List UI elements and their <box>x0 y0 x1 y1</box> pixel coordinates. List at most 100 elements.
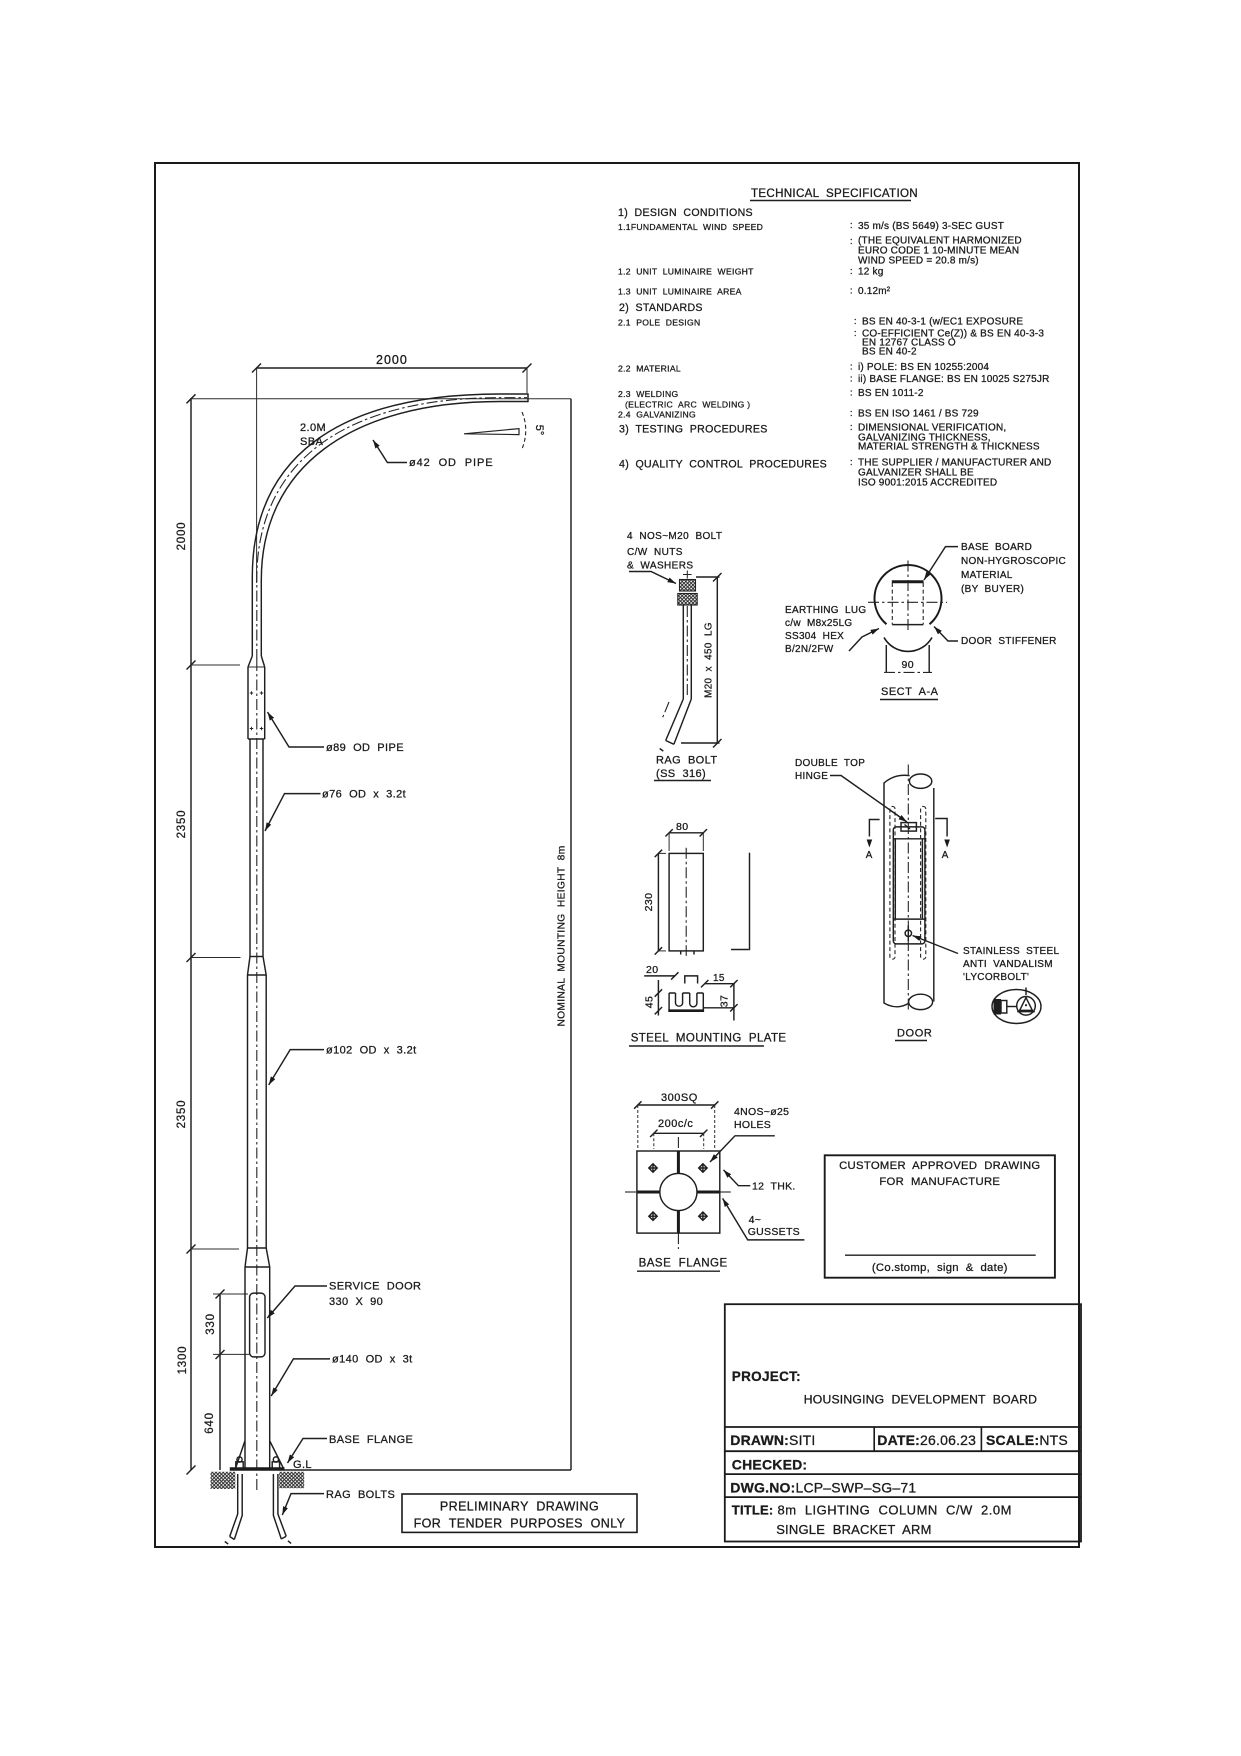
svg-text:ø42 OD PIPE: ø42 OD PIPE <box>409 457 493 469</box>
svg-text:CUSTOMER APPROVED DRAWING: CUSTOMER APPROVED DRAWING <box>839 1160 1040 1172</box>
svg-text:5°: 5° <box>533 425 545 436</box>
svg-text:12 kg: 12 kg <box>858 267 883 278</box>
svg-text:BS EN 40-3-1 (w/EC1 EXPOSURE: BS EN 40-3-1 (w/EC1 EXPOSURE <box>862 317 1023 328</box>
svg-text:BS EN 40-2: BS EN 40-2 <box>862 347 917 358</box>
svg-text:330: 330 <box>205 1313 217 1335</box>
svg-text:BASE FLANGE: BASE FLANGE <box>329 1434 413 1446</box>
svg-text:2.0M: 2.0M <box>300 422 326 434</box>
svg-text:45: 45 <box>644 996 656 1008</box>
svg-text:15: 15 <box>713 973 725 984</box>
svg-text::: : <box>850 362 853 372</box>
svg-text:(SS 316): (SS 316) <box>656 768 706 780</box>
svg-text:SS304 HEX: SS304 HEX <box>785 631 844 642</box>
svg-text:2000: 2000 <box>176 522 188 551</box>
svg-text:1.2 UNIT LUMINAIRE WEIGHT: 1.2 UNIT LUMINAIRE WEIGHT <box>618 267 754 277</box>
svg-text:90: 90 <box>901 659 914 671</box>
svg-text::: : <box>850 388 853 398</box>
svg-text:DIMENSIONAL VERIFICATION,: DIMENSIONAL VERIFICATION, <box>858 423 1006 434</box>
svg-text::: : <box>850 220 853 230</box>
svg-text:RAG BOLT: RAG BOLT <box>656 755 717 767</box>
svg-text::: : <box>854 328 857 338</box>
svg-text:SERVICE DOOR: SERVICE DOOR <box>329 1281 421 1293</box>
svg-text:640: 640 <box>204 1412 216 1434</box>
svg-text:BASE BOARD: BASE BOARD <box>961 542 1032 553</box>
svg-text::: : <box>850 374 853 384</box>
svg-text:2000: 2000 <box>376 353 408 367</box>
svg-text:STAINLESS STEEL: STAINLESS STEEL <box>963 946 1059 957</box>
svg-text:230: 230 <box>643 893 655 912</box>
svg-text:HOUSINGING DEVELOPMENT BOARD: HOUSINGING DEVELOPMENT BOARD <box>804 1393 1037 1407</box>
svg-text:80: 80 <box>676 821 688 833</box>
svg-text:12 THK.: 12 THK. <box>752 1181 796 1193</box>
svg-text:4~: 4~ <box>749 1214 762 1226</box>
svg-text:MATERIAL: MATERIAL <box>961 570 1013 581</box>
svg-text:DOOR: DOOR <box>897 1028 932 1040</box>
svg-text:0.12m²: 0.12m² <box>858 286 891 297</box>
svg-text:2.3 WELDING: 2.3 WELDING <box>618 389 678 399</box>
svg-text:ø89 OD PIPE: ø89 OD PIPE <box>326 742 404 754</box>
svg-text:MATERIAL STRENGTH & THICKNESS: MATERIAL STRENGTH & THICKNESS <box>858 442 1040 453</box>
svg-text:FOR TENDER PURPOSES ONLY: FOR TENDER PURPOSES ONLY <box>414 1517 626 1531</box>
svg-text:(THE EQUIVALENT HARMONIZED: (THE EQUIVALENT HARMONIZED <box>858 236 1022 247</box>
svg-text:35 m/s (BS 5649) 3-SEC GUST: 35 m/s (BS 5649) 3-SEC GUST <box>858 221 1004 232</box>
svg-text:CO-EFFICIENT Ce(Z)) & BS EN 40: CO-EFFICIENT Ce(Z)) & BS EN 40-3-3 <box>862 329 1044 340</box>
svg-text::: : <box>850 457 853 467</box>
svg-text:EN 12767 CLASS O: EN 12767 CLASS O <box>862 338 956 349</box>
svg-text:1300: 1300 <box>177 1346 189 1375</box>
svg-text:1) DESIGN CONDITIONS: 1) DESIGN CONDITIONS <box>618 207 753 219</box>
svg-text:THE SUPPLIER / MANUFACTURER AN: THE SUPPLIER / MANUFACTURER AND <box>858 458 1051 469</box>
svg-text::: : <box>850 266 853 276</box>
svg-text:1.3 UNIT LUMINAIRE AREA: 1.3 UNIT LUMINAIRE AREA <box>618 287 742 297</box>
svg-text:DOUBLE TOP: DOUBLE TOP <box>795 758 865 769</box>
svg-text:NOMINAL MOUNTING HEIGHT 8m: NOMINAL MOUNTING HEIGHT 8m <box>557 845 568 1026</box>
svg-text:2350: 2350 <box>176 1100 188 1129</box>
svg-text:BS EN ISO 1461 / BS 729: BS EN ISO 1461 / BS 729 <box>858 409 979 420</box>
svg-text:2) STANDARDS: 2) STANDARDS <box>619 302 703 314</box>
svg-text:DWG.NO:LCP–SWP–SG–71: DWG.NO:LCP–SWP–SG–71 <box>730 1480 916 1496</box>
svg-text:i) POLE: BS EN 10255:2004: i) POLE: BS EN 10255:2004 <box>858 362 989 373</box>
svg-text:PRELIMINARY DRAWING: PRELIMINARY DRAWING <box>440 1500 599 1514</box>
svg-text:SECT A-A: SECT A-A <box>881 686 939 698</box>
svg-text:SINGLE BRACKET ARM: SINGLE BRACKET ARM <box>776 1522 931 1537</box>
svg-text:37: 37 <box>719 995 731 1007</box>
svg-text:TITLE: 8m LIGHTING COLUMN C: TITLE: 8m LIGHTING COLUMN C/W 2.0M <box>732 1503 1012 1518</box>
svg-text:4) QUALITY CONTROL PROCEDUR: 4) QUALITY CONTROL PROCEDURES <box>619 459 827 471</box>
svg-text:4 NOS~M20 BOLT: 4 NOS~M20 BOLT <box>627 531 722 542</box>
svg-text:300SQ: 300SQ <box>661 1092 698 1104</box>
svg-text:GALVANIZING THICKNESS,: GALVANIZING THICKNESS, <box>858 433 991 444</box>
svg-text:C/W NUTS: C/W NUTS <box>627 547 683 558</box>
svg-text::: : <box>850 286 853 296</box>
svg-text:20: 20 <box>646 964 658 976</box>
svg-text:STEEL MOUNTING PLATE: STEEL MOUNTING PLATE <box>631 1033 787 1045</box>
svg-text:TECHNICAL SPECIFICATION: TECHNICAL SPECIFICATION <box>751 187 918 200</box>
svg-text:ø76 OD x 3.2t: ø76 OD x 3.2t <box>322 789 406 801</box>
svg-text::: : <box>850 408 853 418</box>
svg-text:HINGE: HINGE <box>795 771 828 782</box>
svg-text:A: A <box>866 850 873 861</box>
svg-text:ii) BASE FLANGE: BS EN 10025 S: ii) BASE FLANGE: BS EN 10025 S275JR <box>858 374 1050 385</box>
svg-text:RAG BOLTS: RAG BOLTS <box>326 1489 395 1501</box>
svg-text:(ELECTRIC ARC WELDING ): (ELECTRIC ARC WELDING ) <box>625 400 750 410</box>
svg-text:B/2N/2FW: B/2N/2FW <box>785 644 834 655</box>
svg-text:DATE:26.06.23: DATE:26.06.23 <box>877 1432 976 1448</box>
svg-text:FOR MANUFACTURE: FOR MANUFACTURE <box>879 1176 1000 1188</box>
svg-text:A: A <box>942 850 949 861</box>
svg-text:BASE FLANGE: BASE FLANGE <box>639 1258 728 1270</box>
svg-text:BS EN 1011-2: BS EN 1011-2 <box>858 388 924 399</box>
svg-text:EURO CODE 1 10-MINUTE MEAN: EURO CODE 1 10-MINUTE MEAN <box>858 246 1019 257</box>
svg-text:& WASHERS: & WASHERS <box>627 561 693 572</box>
svg-text:ISO 9001:2015 ACCREDITED: ISO 9001:2015 ACCREDITED <box>858 478 997 489</box>
svg-text:PROJECT:: PROJECT: <box>732 1369 801 1384</box>
svg-text:ø102 OD x 3.2t: ø102 OD x 3.2t <box>326 1045 417 1057</box>
svg-text:3) TESTING PROCEDURES: 3) TESTING PROCEDURES <box>619 424 768 436</box>
svg-text:EARTHING LUG: EARTHING LUG <box>785 605 867 616</box>
svg-text:GUSSETS: GUSSETS <box>748 1226 800 1238</box>
svg-text:4NOS~ø25: 4NOS~ø25 <box>734 1106 789 1118</box>
svg-text:2350: 2350 <box>176 810 188 839</box>
svg-text:200c/c: 200c/c <box>658 1118 693 1130</box>
svg-text:WIND SPEED = 20.8 m/s): WIND SPEED = 20.8 m/s) <box>858 256 979 267</box>
svg-text:2.4 GALVANIZING: 2.4 GALVANIZING <box>618 410 696 420</box>
svg-text:1.1FUNDAMENTAL WIND SPEED: 1.1FUNDAMENTAL WIND SPEED <box>618 222 763 232</box>
svg-text::: : <box>850 236 853 246</box>
svg-text:(Co.stomp, sign & date): (Co.stomp, sign & date) <box>872 1262 1008 1274</box>
